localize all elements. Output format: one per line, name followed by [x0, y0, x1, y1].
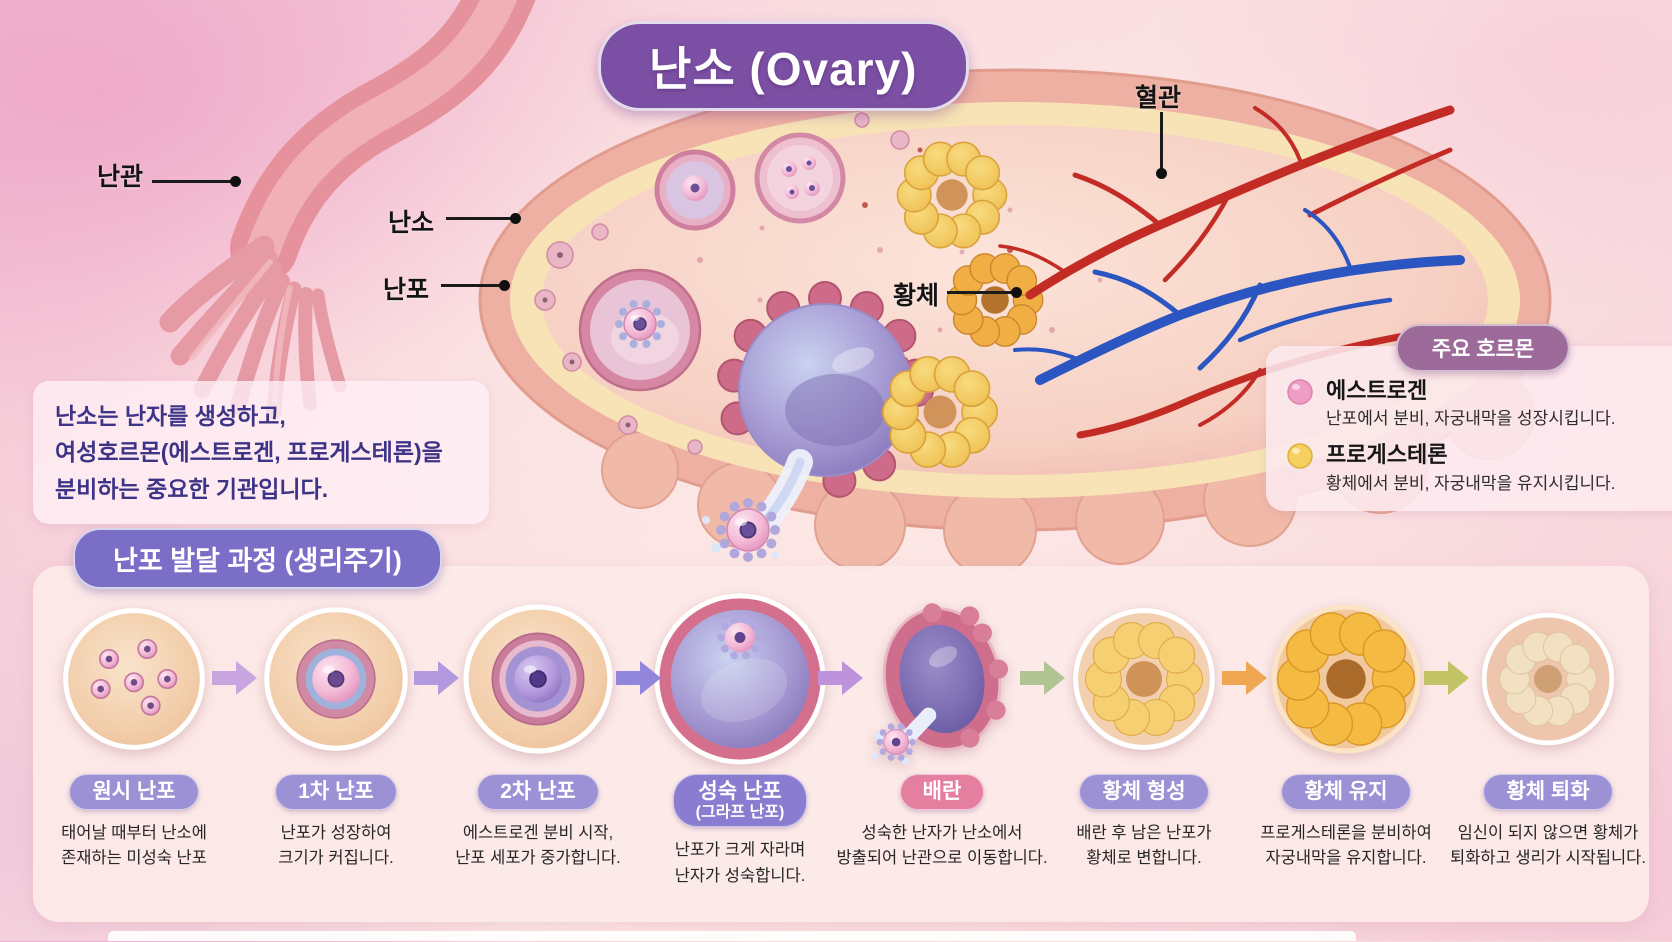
released-egg-graphic: [702, 449, 813, 562]
developing-follicle-graphic: [654, 132, 846, 231]
mature-follicle-icon: [654, 593, 826, 765]
flow-arrow-icon-1: [212, 661, 257, 695]
title-badge: 난소 (Ovary): [598, 21, 969, 111]
stage-ovulation-figure: [856, 586, 1028, 772]
estrogen-name: 에스트로겐: [1326, 378, 1428, 403]
progesterone-dot-icon: [1287, 443, 1313, 470]
stage-mature-follicle: 성숙 난포 (그라프 난포) 난포가 크게 자라며 난자가 성숙합니다.: [639, 586, 841, 942]
stage-primordial-follicle: 원시 난포 태어날 때부터 난소에 존재하는 미성숙 난포: [33, 586, 235, 942]
stage-cl-degeneration-label-pill: 황체 퇴화: [1483, 774, 1613, 810]
intro-line-2: 여성호르몬(에스트로겐, 프로게스테론)을: [55, 439, 443, 466]
stage-ovulation: 배란 성숙한 난자가 난소에서 방출되어 난관으로 이동합니다.: [836, 586, 1048, 942]
stage-primary-label-pill: 1차 난포: [275, 774, 397, 810]
stage-primordial-figure: [59, 586, 209, 772]
fallopian-tube-graphic: [159, 0, 536, 420]
progesterone-name: 프로게스테론: [1326, 442, 1448, 468]
stage-cl-degeneration-figure: [1478, 586, 1618, 772]
flow-arrow-icon-3: [616, 661, 661, 695]
stage-secondary-label-pill: 2차 난포: [477, 774, 599, 810]
stage-secondary-desc: 에스트로겐 분비 시작, 난포 세포가 중가합니다.: [455, 823, 621, 868]
leader-dot-blood-vessel: [1156, 168, 1167, 179]
stages-row: 원시 난포 태어날 때부터 난소에 존재하는 미성숙 난포: [33, 566, 1649, 942]
leader-line-blood-vessel: [1160, 112, 1163, 170]
intro-line-1: 난소는 난자를 생성하고,: [55, 403, 286, 429]
flow-arrow-icon-5: [1020, 661, 1065, 695]
flow-arrow-icon-4: [818, 661, 863, 695]
label-corpus-luteum: 황체: [893, 282, 940, 310]
stage-primary-desc: 난포가 성장하여 크기가 커집니다.: [278, 823, 394, 868]
stage-ovulation-label-pill: 배란: [899, 774, 985, 810]
stage-secondary-figure: [459, 586, 617, 772]
flow-arrow-icon-6: [1222, 661, 1267, 695]
stage-primary-follicle: 1차 난포 난포가 성장하여 크기가 커집니다.: [235, 586, 437, 942]
leader-dot-fallopian-tube: [230, 176, 241, 187]
process-panel: 원시 난포 태어날 때부터 난소에 존재하는 미성숙 난포: [33, 566, 1649, 922]
ovulating-follicle-graphic: [717, 281, 934, 498]
corpus-luteum-formation-icon: [1073, 608, 1215, 750]
estrogen-dot-icon: [1287, 379, 1313, 405]
stage-mature-desc: 난포가 크게 자라며 난자가 성숙합니다.: [674, 841, 806, 885]
stage-primordial-desc: 태어날 때부터 난소에 존재하는 미성숙 난포: [61, 823, 207, 868]
progesterone-desc: 황체에서 분비, 자궁내막을 유지시킵니다.: [1326, 473, 1616, 493]
stage-secondary-follicle: 2차 난포 에스트로겐 분비 시작, 난포 세포가 중가합니다.: [437, 586, 639, 942]
secondary-follicle-icon: [463, 604, 613, 754]
leader-dot-corpus-luteum: [1011, 287, 1022, 298]
leader-line-follicle: [441, 284, 503, 287]
hormone-legend-title-badge: 주요 호르몬: [1395, 324, 1571, 372]
flow-arrow-icon-2: [414, 661, 459, 695]
stage-mature-figure: [651, 586, 829, 772]
leader-line-fallopian-tube: [152, 180, 232, 183]
label-fallopian-tube: 난관: [97, 163, 144, 191]
leader-dot-ovary: [510, 213, 521, 224]
stage-cl-formation-label-pill: 황체 형성: [1079, 774, 1209, 810]
stage-cl-degeneration-desc: 임신이 되지 않으면 황체가 퇴화하고 생리가 시작됩니다.: [1450, 823, 1646, 868]
legend-item-progesterone: 프로게스테론 황체에서 분비, 자궁내막을 유지시킵니다.: [1286, 442, 1672, 494]
intro-line-3: 분비하는 중요한 기관입니다.: [55, 475, 329, 502]
leader-line-ovary: [446, 217, 514, 220]
stage-cl-maintenance-figure: [1267, 586, 1425, 772]
stage-corpus-luteum-maintenance: 황체 유지 프로게스테론을 분비하여 자궁내막을 유지합니다.: [1245, 586, 1447, 942]
stage-cl-maintenance-label-pill: 황체 유지: [1281, 774, 1411, 810]
intro-box: 난소는 난자를 생성하고, 여성호르몬(에스트로겐, 프로게스테론)을 분비하는…: [33, 381, 489, 524]
estrogen-desc: 난포에서 분비, 자궁내막을 성장시킵니다.: [1326, 409, 1616, 429]
corpus-luteum-degeneration-icon: [1481, 612, 1615, 746]
process-title-badge: 난포 발달 과정 (생리주기): [73, 528, 442, 589]
stage-cl-formation-figure: [1069, 586, 1219, 772]
legend-item-estrogen: 에스트로겐 난포에서 분비, 자궁내막을 성장시킵니다.: [1286, 378, 1672, 430]
ovulation-icon: [871, 603, 1009, 765]
flow-arrow-icon-7: [1424, 661, 1469, 695]
label-follicle: 난포: [383, 276, 430, 304]
bottom-strip: [108, 931, 1356, 941]
stage-corpus-luteum-formation: 황체 형성 배란 후 남은 난포가 황체로 변합니다.: [1043, 586, 1245, 942]
corpus-luteum-maintenance-icon: [1271, 604, 1421, 754]
small-follicles-graphic: [534, 112, 910, 455]
primary-follicle-icon: [264, 607, 408, 751]
graafian-follicle-graphic: [578, 268, 702, 392]
stage-primary-figure: [260, 586, 412, 772]
hormone-legend: 주요 호르몬 에스트로겐 난포에서 분비, 자궁내막을 성장시킵니다. 프로게스…: [1266, 324, 1672, 511]
blood-vessels-graphic: [998, 105, 1465, 439]
stage-primordial-label-pill: 원시 난포: [69, 774, 199, 810]
label-blood-vessel: 혈관: [1135, 84, 1182, 112]
stage-cl-formation-desc: 배란 후 남은 난포가 황체로 변합니다.: [1076, 823, 1212, 868]
stage-cl-maintenance-desc: 프로게스테론을 분비하여 자궁내막을 유지합니다.: [1260, 823, 1432, 868]
leader-dot-follicle: [499, 280, 510, 291]
stage-corpus-luteum-degeneration: 황체 퇴화 임신이 되지 않으면 황체가 퇴화하고 생리가 시작됩니다.: [1447, 586, 1649, 942]
label-ovary: 난소: [388, 209, 435, 237]
stage-ovulation-desc: 성숙한 난자가 난소에서 방출되어 난관으로 이동합니다.: [836, 823, 1048, 868]
leader-line-corpus-luteum: [947, 291, 1013, 294]
primordial-follicle-icon: [63, 608, 205, 750]
stage-mature-label-pill: 성숙 난포 (그라프 난포): [672, 774, 808, 828]
